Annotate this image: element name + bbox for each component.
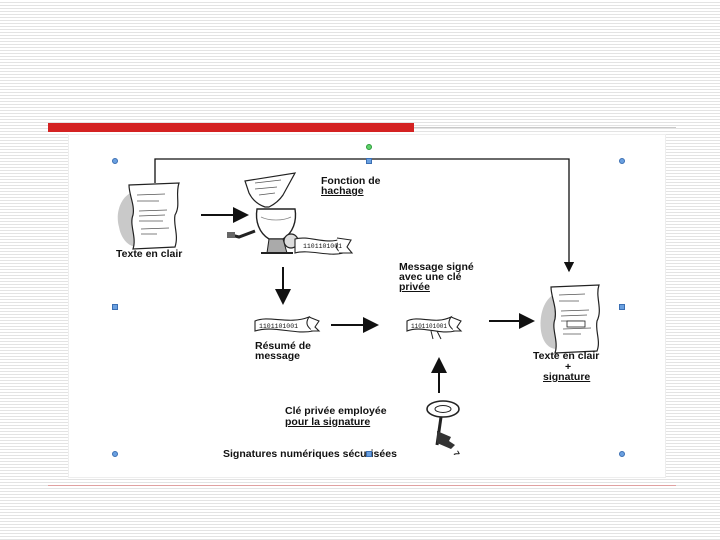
resize-handle-top-left[interactable] <box>112 158 118 164</box>
signature-flow-diagram: 1101101001 1101101001 1101101001 <box>117 158 600 459</box>
digest-code-top: 1101101001 <box>303 243 342 250</box>
key-label-1: Clé privée employée <box>285 405 387 417</box>
resize-handle-top-right[interactable] <box>619 158 625 164</box>
resize-handle-bottom-right[interactable] <box>619 451 625 457</box>
result-label-3: signature <box>543 371 591 383</box>
hash-label-2: hachage <box>321 185 364 197</box>
digest-ribbon-icon: 1101101001 <box>254 315 321 333</box>
digest-code-mid: 1101101001 <box>259 323 298 330</box>
footer-rule <box>48 485 676 486</box>
digest-code-signed: 1101101001 <box>411 323 447 330</box>
resize-handle-middle-right[interactable] <box>619 304 625 310</box>
resize-handle-top-center[interactable] <box>366 158 372 164</box>
hash-label-1: Fonction de <box>321 175 381 187</box>
title-rule <box>414 127 676 128</box>
signed-document-icon <box>540 284 600 354</box>
diagram-image[interactable]: 1101101001 1101101001 1101101001 <box>68 134 666 478</box>
title-accent-bar <box>48 123 414 132</box>
result-label-1: Texte en clair <box>533 350 600 362</box>
flow-arrows <box>154 158 575 393</box>
signed-msg-label-1: Message signé <box>399 261 474 273</box>
document-icon <box>117 182 180 250</box>
plaintext-label: Texte en clair <box>116 248 183 260</box>
key-icon: 7 <box>426 400 462 459</box>
resize-handle-bottom-center[interactable] <box>366 451 372 457</box>
meat-grinder-icon <box>227 172 299 254</box>
key-label-2: pour la signature <box>285 416 371 428</box>
digest-ribbon-icon-top: 1101101001 <box>294 237 354 255</box>
signed-msg-label-3: privée <box>399 281 430 293</box>
result-label-2: + <box>565 361 572 373</box>
diagram-caption: Signatures numériques sécurisées <box>223 448 397 460</box>
rotate-handle[interactable] <box>366 144 372 150</box>
digest-label-1: Résumé de <box>255 340 312 352</box>
signed-ribbon-icon: 1101101001 <box>406 315 463 340</box>
resize-handle-middle-left[interactable] <box>112 304 118 310</box>
svg-text:7: 7 <box>451 450 461 459</box>
signed-msg-label-2: avec une clé <box>399 271 462 283</box>
digest-label-2: message <box>255 350 300 362</box>
arrow-plaintext-to-result <box>154 158 575 273</box>
resize-handle-bottom-left[interactable] <box>112 451 118 457</box>
